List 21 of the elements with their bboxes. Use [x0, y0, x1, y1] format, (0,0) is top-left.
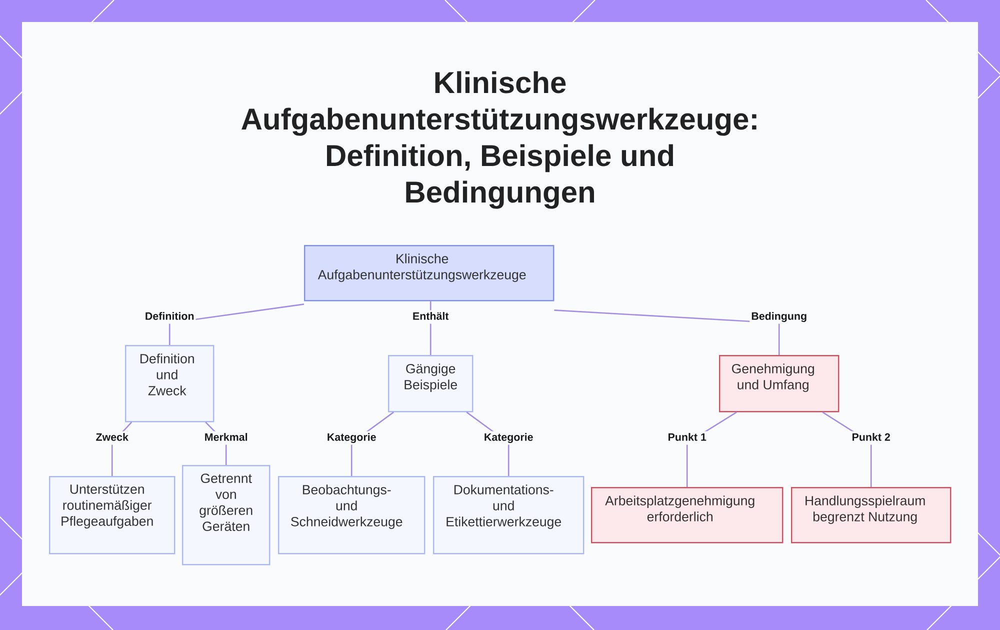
edge-label: Bedingung: [750, 310, 809, 324]
condition-box: Arbeitsplatzgenehmigung erforderlich: [591, 487, 784, 544]
connector-line: [554, 310, 780, 355]
node-box: Beobachtungs- und Schneidwerkzeuge: [278, 476, 426, 554]
edge-label: Punkt 2: [850, 431, 892, 445]
edge-label: Merkmal: [202, 431, 250, 445]
node-box: Dokumentations- und Etikettierwerkzeuge: [433, 476, 584, 554]
node-box: Gängige Beispiele: [388, 355, 474, 412]
node-box: Getrennt von größeren Geräten: [182, 465, 270, 566]
edge-label: Enthält: [410, 310, 450, 324]
edge-label: Punkt 1: [666, 431, 708, 445]
title: Klinische Aufgabenunterstützungswerkzeuge: Definition, Beispiele und Bedingungen: [242, 71, 756, 209]
node-box: Unterstützen routinemäßiger Pflegeaufgaben: [49, 476, 176, 554]
edge-label: Zweck: [94, 431, 130, 445]
condition-box: Genehmigung und Umfang: [719, 355, 840, 412]
condition-box: Handlungsspielraum begrenzt Nutzung: [791, 487, 952, 544]
edge-label: Kategorie: [325, 431, 378, 445]
edge-label: Definition: [143, 310, 196, 324]
node-box: Definition und Zweck: [125, 345, 214, 422]
root-node-box: Klinische Aufgabenunterstützungswerkzeuge: [304, 245, 554, 302]
edge-label: Kategorie: [482, 431, 535, 445]
